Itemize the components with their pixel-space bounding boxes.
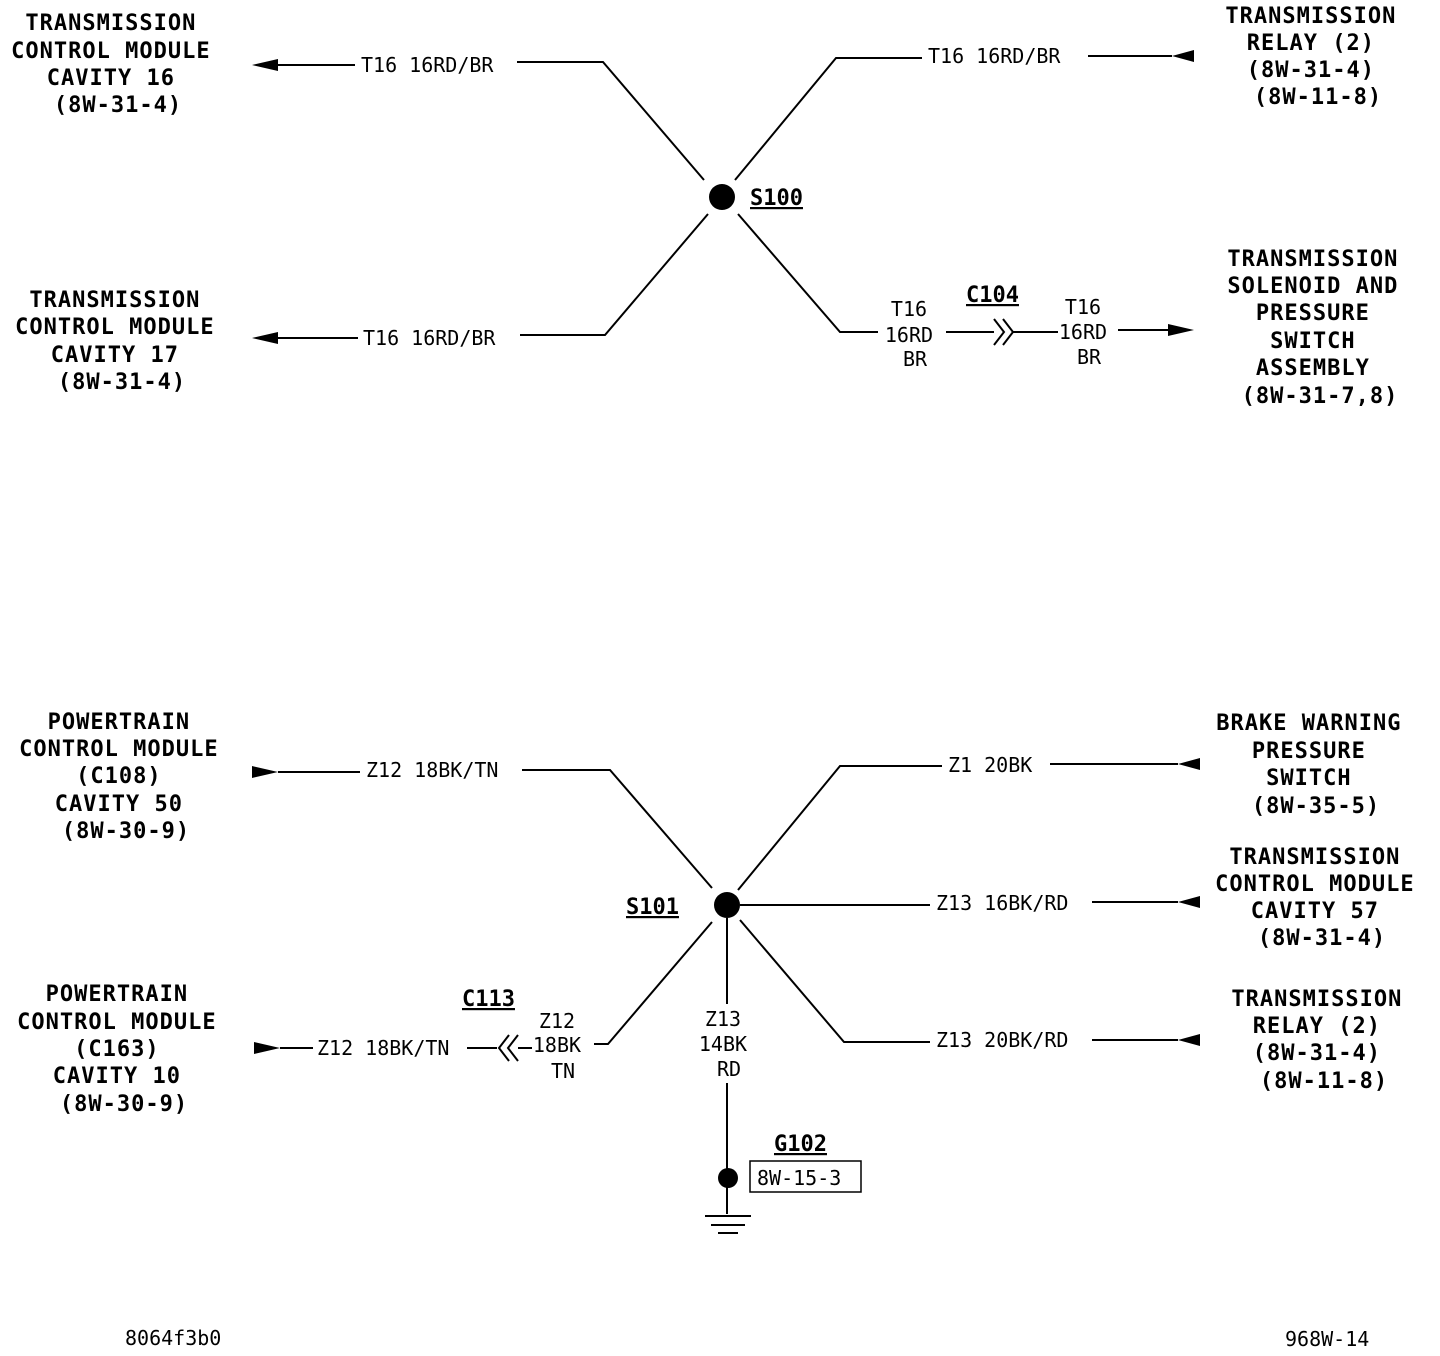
tcm-cavity16-label: TRANSMISSION CONTROL MODULE CAVITY 16 (8… <box>11 11 225 118</box>
wire-label-z12-upper: Z12 18BK/TN <box>366 758 498 782</box>
ground-symbol-icon <box>705 1215 751 1234</box>
splice-s101-label: S101 <box>626 895 679 920</box>
wire-label-z12-lower-outer: Z12 18BK/TN <box>317 1036 449 1060</box>
wire-label-z12-lower-inner: Z12 18BK TN <box>533 1009 593 1083</box>
wire-label-z13-ground: Z13 14BK RD <box>699 1007 759 1081</box>
solenoid-pressure-switch-label: TRANSMISSION SOLENOID AND PRESSURE SWITC… <box>1227 247 1412 409</box>
wire-segment <box>737 765 942 891</box>
arrow-left-icon <box>1178 758 1200 770</box>
wire-label-t16-upper-right: T16 16RD/BR <box>928 44 1061 68</box>
connector-c104-label: C104 <box>966 283 1019 308</box>
arrow-left-icon <box>252 332 278 344</box>
arrow-left-icon <box>1178 1034 1200 1046</box>
pcm-c108-label: POWERTRAIN CONTROL MODULE (C108) CAVITY … <box>19 710 233 844</box>
tcm-cavity17-label: TRANSMISSION CONTROL MODULE CAVITY 17 (8… <box>15 288 229 395</box>
wire-segment <box>594 921 713 1045</box>
connector-c104-icon <box>993 318 1015 346</box>
wire-segment <box>734 57 922 181</box>
arrow-left-icon <box>252 59 278 71</box>
ground-g102-dot <box>718 1168 738 1188</box>
transmission-relay-bottom-label: TRANSMISSION RELAY (2) (8W-31-4) (8W-11-… <box>1231 987 1416 1094</box>
footer-right-code: 968W-14 <box>1285 1327 1369 1351</box>
arrow-right-icon <box>1168 324 1194 336</box>
ground-g102-label: G102 <box>774 1132 827 1157</box>
wire-segment <box>739 919 930 1043</box>
wire-label-t16-lower-left: T16 16RD/BR <box>363 326 496 350</box>
wire-label-z1: Z1 20BK <box>948 753 1032 777</box>
pcm-c163-label: POWERTRAIN CONTROL MODULE (C163) CAVITY … <box>17 982 231 1117</box>
brake-warning-switch-label: BRAKE WARNING PRESSURE SWITCH (8W-35-5) <box>1216 711 1415 819</box>
tcm-cavity57-label: TRANSMISSION CONTROL MODULE CAVITY 57 (8… <box>1215 845 1429 951</box>
splice-s100-dot <box>709 184 735 210</box>
transmission-relay-top-label: TRANSMISSION RELAY (2) (8W-31-4) (8W-11-… <box>1225 4 1410 110</box>
wire-segment <box>517 61 705 181</box>
top-section: TRANSMISSION CONTROL MODULE CAVITY 16 (8… <box>11 4 1412 409</box>
connector-c113-icon <box>497 1034 519 1062</box>
bottom-section: POWERTRAIN CONTROL MODULE (C108) CAVITY … <box>17 710 1429 1234</box>
arrow-left-icon <box>1172 50 1194 62</box>
wire-segment <box>737 213 878 333</box>
arrow-left-icon <box>1178 896 1200 908</box>
ground-ref-box <box>749 1160 862 1193</box>
wire-label-z13-16bk: Z13 16BK/RD <box>936 891 1068 915</box>
arrow-right-icon <box>254 1042 280 1054</box>
splice-s100-label: S100 <box>750 186 803 211</box>
wire-label-z13-20bk: Z13 20BK/RD <box>936 1028 1068 1052</box>
footer-left-code: 8064f3b0 <box>125 1326 221 1350</box>
ground-ref-label: 8W-15-3 <box>757 1166 841 1190</box>
wire-label-t16-c104-out: T16 16RD BR <box>1059 295 1119 369</box>
splice-s101-dot <box>714 892 740 918</box>
wire-segment <box>522 769 713 889</box>
wire-label-t16-upper-left: T16 16RD/BR <box>361 53 494 77</box>
wire-segment <box>520 213 709 336</box>
connector-c113-label: C113 <box>462 987 515 1012</box>
wire-label-t16-c104-in: T16 16RD BR <box>885 297 945 371</box>
arrow-right-icon <box>252 766 278 778</box>
